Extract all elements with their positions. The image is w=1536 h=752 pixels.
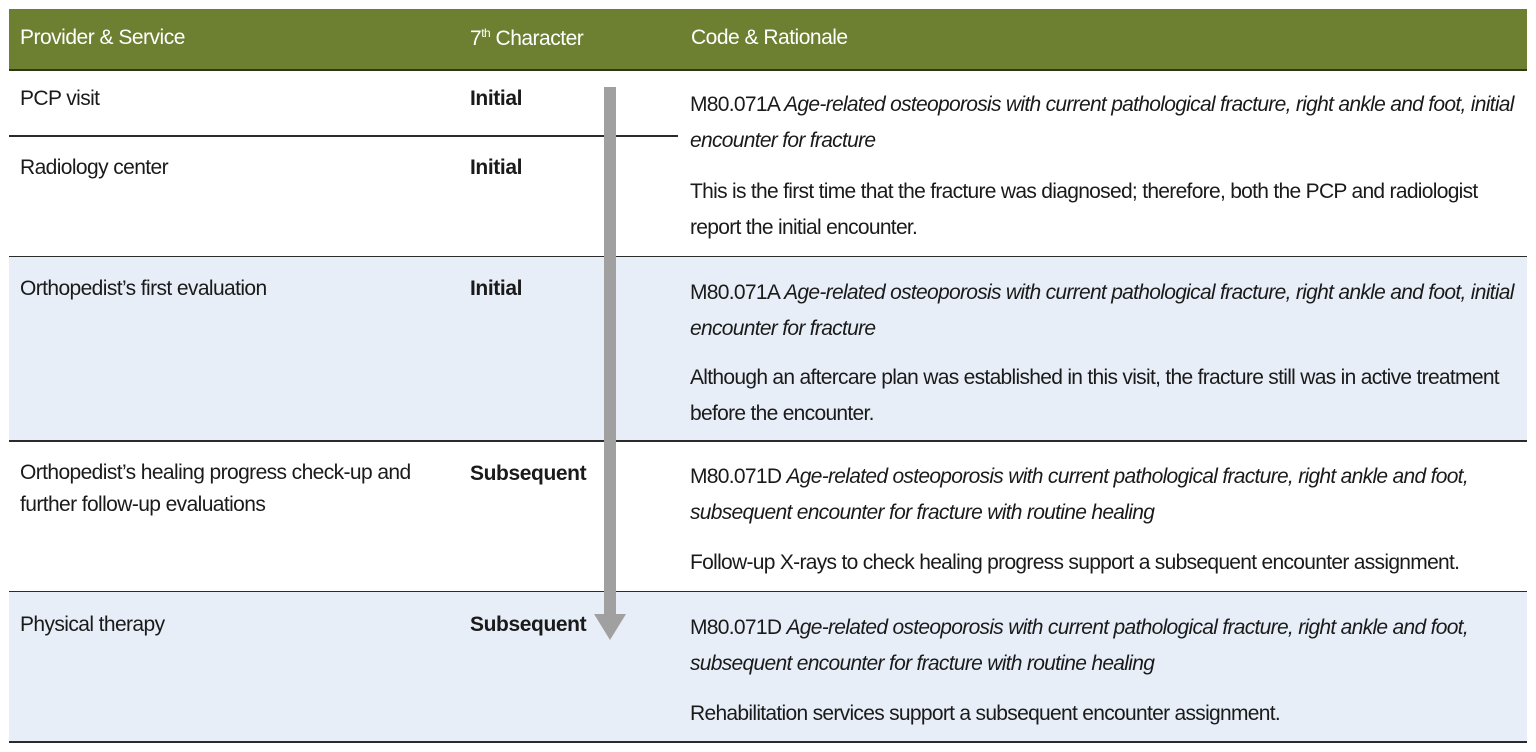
code-description-text: Age-related osteoporosis with current pa… [690,465,1469,524]
diagnosis-code: M80.071D [690,616,782,639]
rationale-text: Follow-up X-rays to check healing progre… [690,551,1460,574]
table-bottom-border [9,741,1527,743]
table-row: Physical therapy Subsequent M80.071D Age… [9,592,1527,741]
table-header: Provider & Service 7th Character Code & … [9,9,1527,71]
provider-service-cell: Physical therapy [20,613,165,636]
provider-service-cell: Radiology center [20,156,169,179]
code-description-text: Age-related osteoporosis with current pa… [690,93,1514,152]
table-row: PCP visit Initial Radiology center Initi… [9,71,1527,256]
seventh-character-cell: Subsequent [470,462,587,485]
seventh-character-cell: Initial [470,87,523,110]
code-description-text: Age-related osteoporosis with current pa… [690,616,1469,675]
rationale-text: Although an aftercare plan was establish… [690,366,1500,425]
coding-table: Provider & Service 7th Character Code & … [9,9,1527,743]
header-7th-character: 7th Character [470,26,584,50]
seventh-character-cell: Initial [470,277,523,300]
row-divider [9,591,1527,593]
code-description: M80.071D Age-related osteoporosis with c… [690,459,1520,531]
row-divider [9,135,678,137]
provider-service-cell: PCP visit [20,87,100,110]
header-provider-service: Provider & Service [20,26,185,49]
code-description-text: Age-related osteoporosis with current pa… [690,281,1514,340]
diagnosis-code: M80.071A [690,93,780,116]
header-code-rationale: Code & Rationale [691,26,848,49]
down-arrow-head-icon [594,614,626,640]
seventh-character-cell: Subsequent [470,613,587,636]
seventh-character-cell: Initial [470,156,523,179]
provider-service-cell: Orthopedist’s healing progress check-up … [20,461,411,516]
row-divider [9,256,1527,258]
down-arrow-icon [604,87,616,617]
diagnosis-code: M80.071A [690,281,780,304]
provider-service-cell: Orthopedist’s first evaluation [20,277,267,300]
code-description: M80.071A Age-related osteoporosis with c… [690,87,1520,159]
rationale-text: This is the first time that the fracture… [690,180,1478,239]
row-divider [9,440,1527,442]
code-description: M80.071A Age-related osteoporosis with c… [690,275,1520,347]
table-row: Orthopedist’s healing progress check-up … [9,441,1527,591]
code-description: M80.071D Age-related osteoporosis with c… [690,610,1520,682]
diagnosis-code: M80.071D [690,465,782,488]
rationale-text: Rehabilitation services support a subseq… [690,702,1281,725]
table-row: Orthopedist’s first evaluation Initial M… [9,257,1527,440]
